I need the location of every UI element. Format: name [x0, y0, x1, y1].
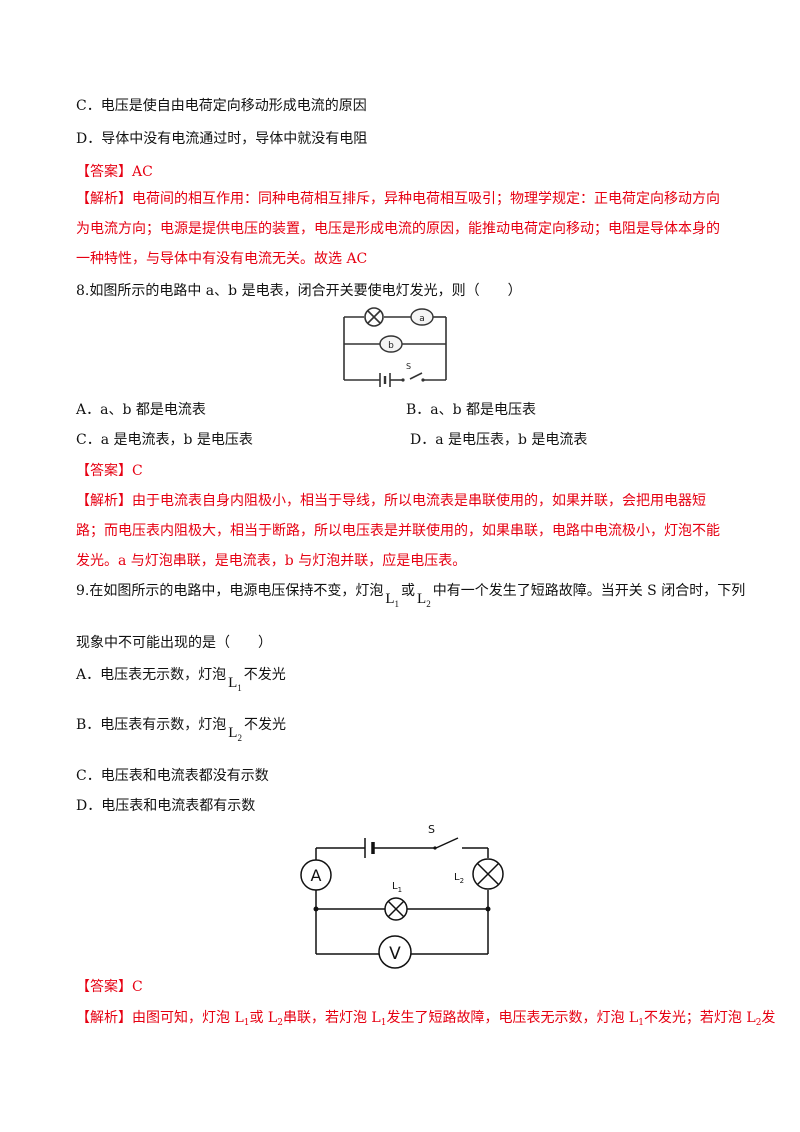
answer-value: C — [132, 979, 143, 995]
q8-circuit-diagram: a b S — [343, 307, 447, 387]
meter-b: b — [379, 335, 403, 353]
q9-option-c: C．电压表和电流表都没有示数 — [76, 768, 269, 784]
battery-icon — [379, 373, 391, 387]
analysis-tag: 【解析】 — [76, 493, 132, 509]
q9-stem-part1: 9.在如图所示的电路中，电源电压保持不变，灯泡 — [76, 583, 384, 599]
voltmeter-label: V — [389, 944, 401, 964]
option-a-post: 不发光 — [243, 667, 286, 683]
answer-value: C — [132, 463, 143, 479]
q9-switch-label: S — [428, 823, 435, 836]
analysis-tag: 【解析】 — [76, 1010, 132, 1026]
meter-b-label: b — [388, 341, 394, 351]
option-b: B．a、b 都是电压表 — [406, 402, 537, 418]
lamp2-symbol: L2 — [417, 591, 431, 609]
q8-answer: 【答案】C — [76, 461, 143, 481]
q7-option-c: C．电压是使自由电荷定向移动形成电流的原因 — [76, 98, 367, 114]
meter-a: a — [410, 308, 434, 326]
q7-option-d: D．导体中没有电流通过时，导体中就没有电阻 — [76, 131, 368, 147]
ammeter-label: A — [311, 866, 322, 885]
q8-switch-label: S — [406, 362, 411, 371]
q9-answer: 【答案】C — [76, 977, 143, 997]
option-a-pre: A．电压表无示数，灯泡 — [76, 667, 227, 683]
option-d: D．a 是电压表，b 是电流表 — [410, 432, 588, 448]
answer-value: AC — [132, 164, 153, 180]
answer-tag: 【答案】 — [76, 463, 132, 479]
option-a: A．a、b 都是电流表 — [76, 402, 206, 418]
lamp1-icon — [384, 897, 408, 921]
lamp2-label: L2 — [454, 872, 464, 885]
q8-option-a: A．a、b 都是电流表 B．a、b 都是电压表 — [76, 400, 536, 420]
q8-analysis: 【解析】由于电流表自身内阻极小，相当于导线，所以电流表是串联使用的，如果并联，会… — [76, 486, 732, 576]
lamp2-symbol: L2 — [228, 725, 242, 743]
option-b-post: 不发光 — [243, 717, 286, 733]
q9-analysis: 【解析】由图可知，灯泡 L1或 L2串联，若灯泡 L1发生了短路故障，电压表无示… — [76, 1010, 776, 1028]
q8-option-c: C．a 是电流表，b 是电压表 D．a 是电压表，b 是电流表 — [76, 430, 587, 450]
q9-option-d: D．电压表和电流表都有示数 — [76, 798, 256, 814]
option-b-pre: B．电压表有示数，灯泡 — [76, 717, 227, 733]
q9-stem-line2: 现象中不可能出现的是（ ） — [76, 635, 272, 651]
battery-icon — [364, 838, 375, 858]
q8-stem: 8.如图所示的电路中 a、b 是电表，闭合开关要使电灯发光，则（ ） — [76, 283, 522, 299]
answer-tag: 【答案】 — [76, 979, 132, 995]
voltmeter-icon: V — [378, 935, 412, 969]
q9-stem-or: 或 — [401, 583, 416, 599]
lamp1-label: L1 — [392, 881, 402, 894]
q9-circuit-diagram: S A L2 L1 V — [300, 823, 504, 969]
lamp2-icon — [472, 858, 504, 890]
q7-answer: 【答案】AC — [76, 162, 153, 182]
analysis-text: 由于电流表自身内阻极小，相当于导线，所以电流表是串联使用的，如果并联，会把用电器… — [76, 493, 720, 569]
q7-analysis: 【解析】电荷间的相互作用：同种电荷相互排斥，异种电荷相互吸引；物理学规定：正电荷… — [76, 184, 732, 274]
ammeter-icon: A — [300, 859, 332, 891]
switch-contact — [433, 846, 437, 850]
analysis-tag: 【解析】 — [76, 191, 132, 207]
analysis-text: 电荷间的相互作用：同种电荷相互排斥，异种电荷相互吸引；物理学规定：正电荷定向移动… — [76, 191, 720, 267]
lamp1-symbol: L1 — [228, 675, 242, 693]
answer-tag: 【答案】 — [76, 164, 132, 180]
q9-stem-part2: 中有一个发生了短路故障。当开关 S 闭合时，下列 — [432, 583, 746, 599]
option-c: C．a 是电流表，b 是电压表 — [76, 432, 253, 448]
lamp1-symbol: L1 — [385, 591, 400, 609]
lamp-icon — [364, 307, 384, 327]
meter-a-label: a — [419, 314, 425, 324]
